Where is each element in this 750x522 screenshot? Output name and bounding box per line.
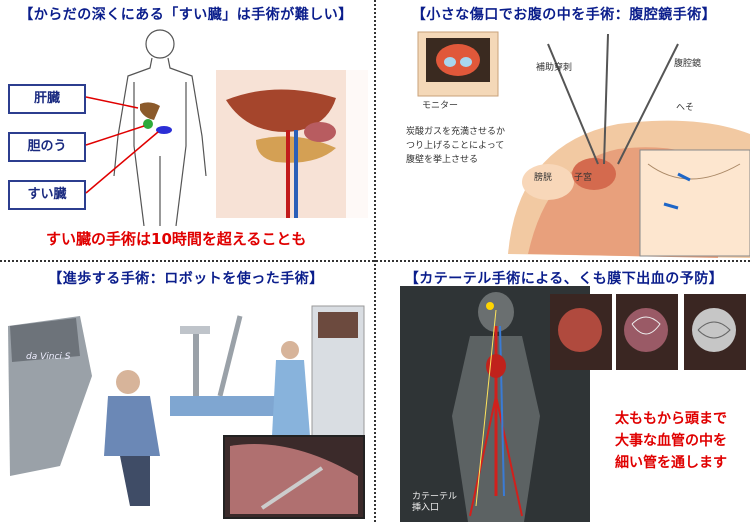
robotic-surgery-panel-title: 【進歩する手術：ロボットを使った手術】: [48, 271, 324, 287]
catheter-caption-line-3: 細い管を通します: [615, 455, 727, 471]
callout-arrows: [85, 96, 159, 194]
abdominal-organs-illustration: [216, 70, 368, 218]
catheter-caption-line-2: 大事な血管の中を: [615, 433, 727, 449]
catheter-surgery-panel-title: 【カテーテル手術による、くも膜下出血の予防】: [404, 271, 724, 287]
horizontal-divider: [0, 260, 750, 262]
catheter-insertion-line-1: カテーテル: [412, 492, 458, 502]
laparoscopy-panel: 【小さな傷口でお腹の中を手術：腹腔鏡手術】 モニター 補助穿刺 腹腔鏡 へそ 炭…: [378, 0, 750, 258]
body-outline-illustration: [113, 29, 207, 226]
laparoscopy-illustration: [417, 31, 750, 258]
catheter-surgery-panel: 【カテーテル手術による、くも膜下出血の予防】 太ももから頭まで 大事な血管の中を…: [378, 264, 750, 522]
pancreas-label: すい臓: [8, 180, 86, 210]
pancreas-panel: 【からだの深くにある「すい臓」は手術が難しい】 肝臓 胆のう すい臓 すい臓の手…: [0, 0, 372, 258]
gas-description-line-2: つり上げることによって: [406, 141, 505, 151]
catheter-caption-line-1: 太ももから頭まで: [615, 411, 727, 427]
pancreas-caption: すい臓の手術は10時間を超えることも: [46, 230, 307, 248]
catheter-insertion-label: カテーテル 挿入口: [412, 492, 457, 514]
laparoscope-label: 腹腔鏡: [674, 59, 702, 69]
console-brand-label: da Vinci S: [26, 352, 71, 362]
monitor-label: モニター: [422, 101, 459, 111]
uterus-label: 子宮: [574, 173, 593, 183]
robotic-surgery-photo: [0, 286, 372, 522]
liver-label: 肝臓: [8, 84, 86, 114]
gas-description-line-3: 腹壁を挙上させる: [406, 155, 479, 165]
puncture-label: 補助穿刺: [536, 63, 573, 73]
bladder-label: 膀胱: [534, 173, 553, 183]
catheter-caption: 太ももから頭まで 大事な血管の中を 細い管を通します: [596, 408, 746, 474]
robotic-surgery-panel: 【進歩する手術：ロボットを使った手術】 da Vinci S: [0, 264, 372, 522]
gas-description-line-1: 炭酸ガスを充満させるか: [406, 127, 506, 137]
pancreas-panel-title: 【からだの深くにある「すい臓」は手術が難しい】: [19, 7, 353, 23]
laparoscopy-panel-title: 【小さな傷口でお腹の中を手術：腹腔鏡手術】: [411, 7, 717, 23]
navel-label: へそ: [676, 103, 695, 113]
vascular-body-illustration: [400, 286, 590, 522]
gallbladder-label: 胆のう: [8, 132, 86, 162]
catheter-insertion-line-2: 挿入口: [412, 503, 440, 513]
aneurysm-coil-images: [550, 294, 746, 370]
